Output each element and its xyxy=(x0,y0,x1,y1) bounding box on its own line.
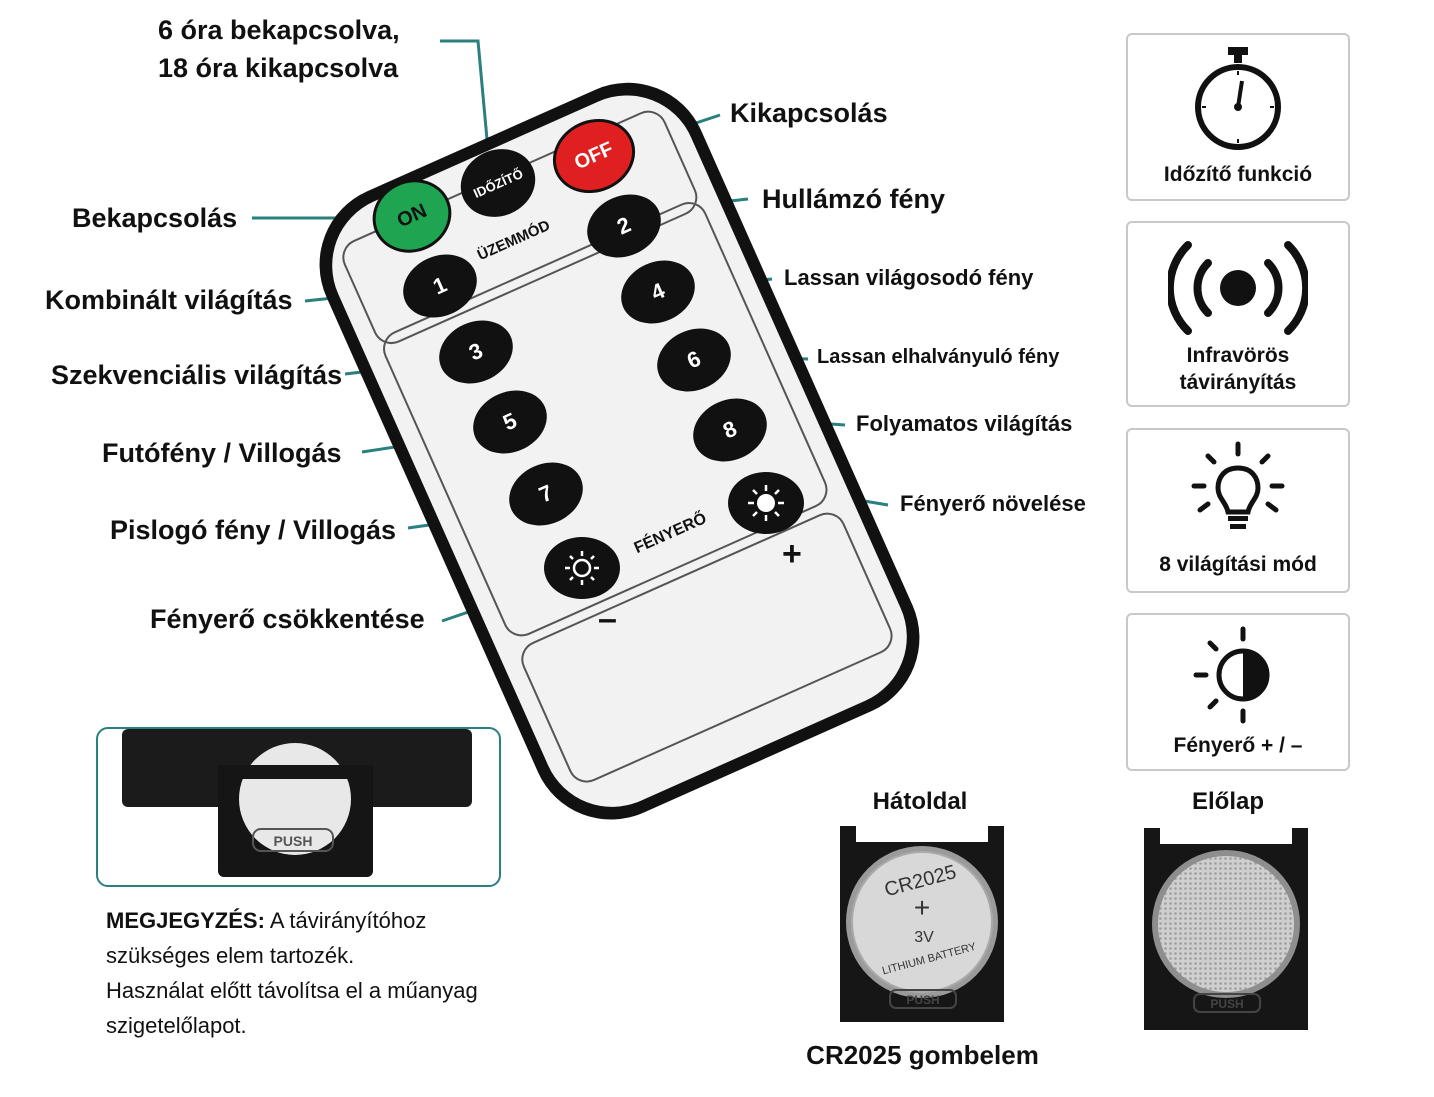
brightness-icon xyxy=(1193,626,1270,724)
note: MEGJEGYZÉS: A távirányítóhoz szükséges e… xyxy=(106,903,556,1043)
feature-card-timer: Időzítő funkció xyxy=(1126,33,1350,201)
back-push-label: PUSH xyxy=(906,993,939,1007)
callout-mode4: Lassan világosodó fény xyxy=(784,265,1034,290)
section-modes xyxy=(383,202,828,637)
callout-timer-line1: 6 óra bekapcsolva, xyxy=(158,15,400,45)
on-button-label: ON xyxy=(393,199,430,232)
battery-back-illustration: CR2025 + 3V LITHIUM BATTERY PUSH xyxy=(840,826,1004,1022)
battery-front-illustration: PUSH xyxy=(1144,828,1308,1030)
callout-off: Kikapcsolás xyxy=(730,98,888,128)
leader-timer xyxy=(440,39,492,173)
callout-mode8: Folyamatos világítás xyxy=(856,411,1073,436)
callout-bright-down: Fényerő csökkentése xyxy=(150,604,425,634)
timer-button-label: IDŐZÍTŐ xyxy=(470,165,526,201)
battery-front-title: Előlap xyxy=(1191,788,1264,815)
section-brightness xyxy=(521,512,893,783)
feature-card-infrared: Infravörös távirányítás xyxy=(1126,221,1350,407)
mode-button-8-label: 8 xyxy=(719,415,741,444)
callout-mode5: Futófény / Villogás xyxy=(102,438,342,468)
callout-bright-up: Fényerő növelése xyxy=(900,491,1086,516)
sun-dim-icon xyxy=(565,551,599,585)
off-button-label: OFF xyxy=(571,137,617,174)
infrared-signal-icon xyxy=(1168,241,1308,335)
minus-symbol: – xyxy=(598,600,617,638)
callout-on: Bekapcsolás xyxy=(72,203,238,233)
cell-plus-text: + xyxy=(914,892,930,923)
mode-button-3-label: 3 xyxy=(465,337,487,366)
feature-card-brightness: Fényerő + / – xyxy=(1126,613,1350,771)
lightbulb-icon xyxy=(1191,441,1285,529)
mode-button-5-label: 5 xyxy=(499,407,521,436)
mode-button-7-label: 7 xyxy=(535,479,557,508)
feature-modes-text: 8 világítási mód xyxy=(1159,553,1317,576)
mode-button-2-label: 2 xyxy=(613,211,635,240)
note-heading: MEGJEGYZÉS: xyxy=(106,908,265,933)
stopwatch-icon xyxy=(1195,47,1281,150)
note-line-3: Használat előtt távolítsa el a műanyag xyxy=(106,978,478,1003)
tray-push-label: PUSH xyxy=(274,833,313,849)
plus-symbol: + xyxy=(782,535,802,573)
feature-infrared-text-1: Infravörös xyxy=(1186,344,1290,367)
callout-mode3: Szekvenciális világítás xyxy=(51,360,343,390)
feature-infrared-text-2: távirányítás xyxy=(1179,371,1297,394)
battery-back-title: Hátoldal xyxy=(872,788,968,815)
mode-button-1-label: 1 xyxy=(429,271,451,300)
callout-mode7: Pislogó fény / Villogás xyxy=(110,515,397,545)
brightness-down-button[interactable] xyxy=(544,537,620,599)
feature-card-modes: 8 világítási mód xyxy=(1126,428,1350,593)
feature-timer-text: Időzítő funkció xyxy=(1163,163,1313,186)
battery-caption: CR2025 gombelem xyxy=(806,1040,1039,1070)
mode-button-4-label: 4 xyxy=(647,277,669,306)
mode-button-6-label: 6 xyxy=(683,345,705,374)
note-line-2: szükséges elem tartozék. xyxy=(106,943,355,968)
battery-tray-box: PUSH xyxy=(96,727,501,887)
front-push-label: PUSH xyxy=(1210,997,1243,1011)
note-line-1: A távirányítóhoz xyxy=(269,908,427,933)
note-line-4: szigetelőlapot. xyxy=(106,1013,247,1038)
feature-brightness-text: Fényerő + / – xyxy=(1173,734,1303,757)
callout-timer-line2: 18 óra kikapcsolva xyxy=(158,53,399,83)
callout-mode2: Hullámzó fény xyxy=(762,184,946,214)
callout-mode6: Lassan elhalványuló fény xyxy=(817,346,1060,368)
callout-mode1: Kombinált világítás xyxy=(45,285,293,315)
cell-voltage-text: 3V xyxy=(914,929,934,946)
battery-tray-illustration: PUSH xyxy=(122,729,472,877)
brightness-up-button[interactable] xyxy=(728,472,804,534)
sun-bright-icon xyxy=(748,485,784,521)
